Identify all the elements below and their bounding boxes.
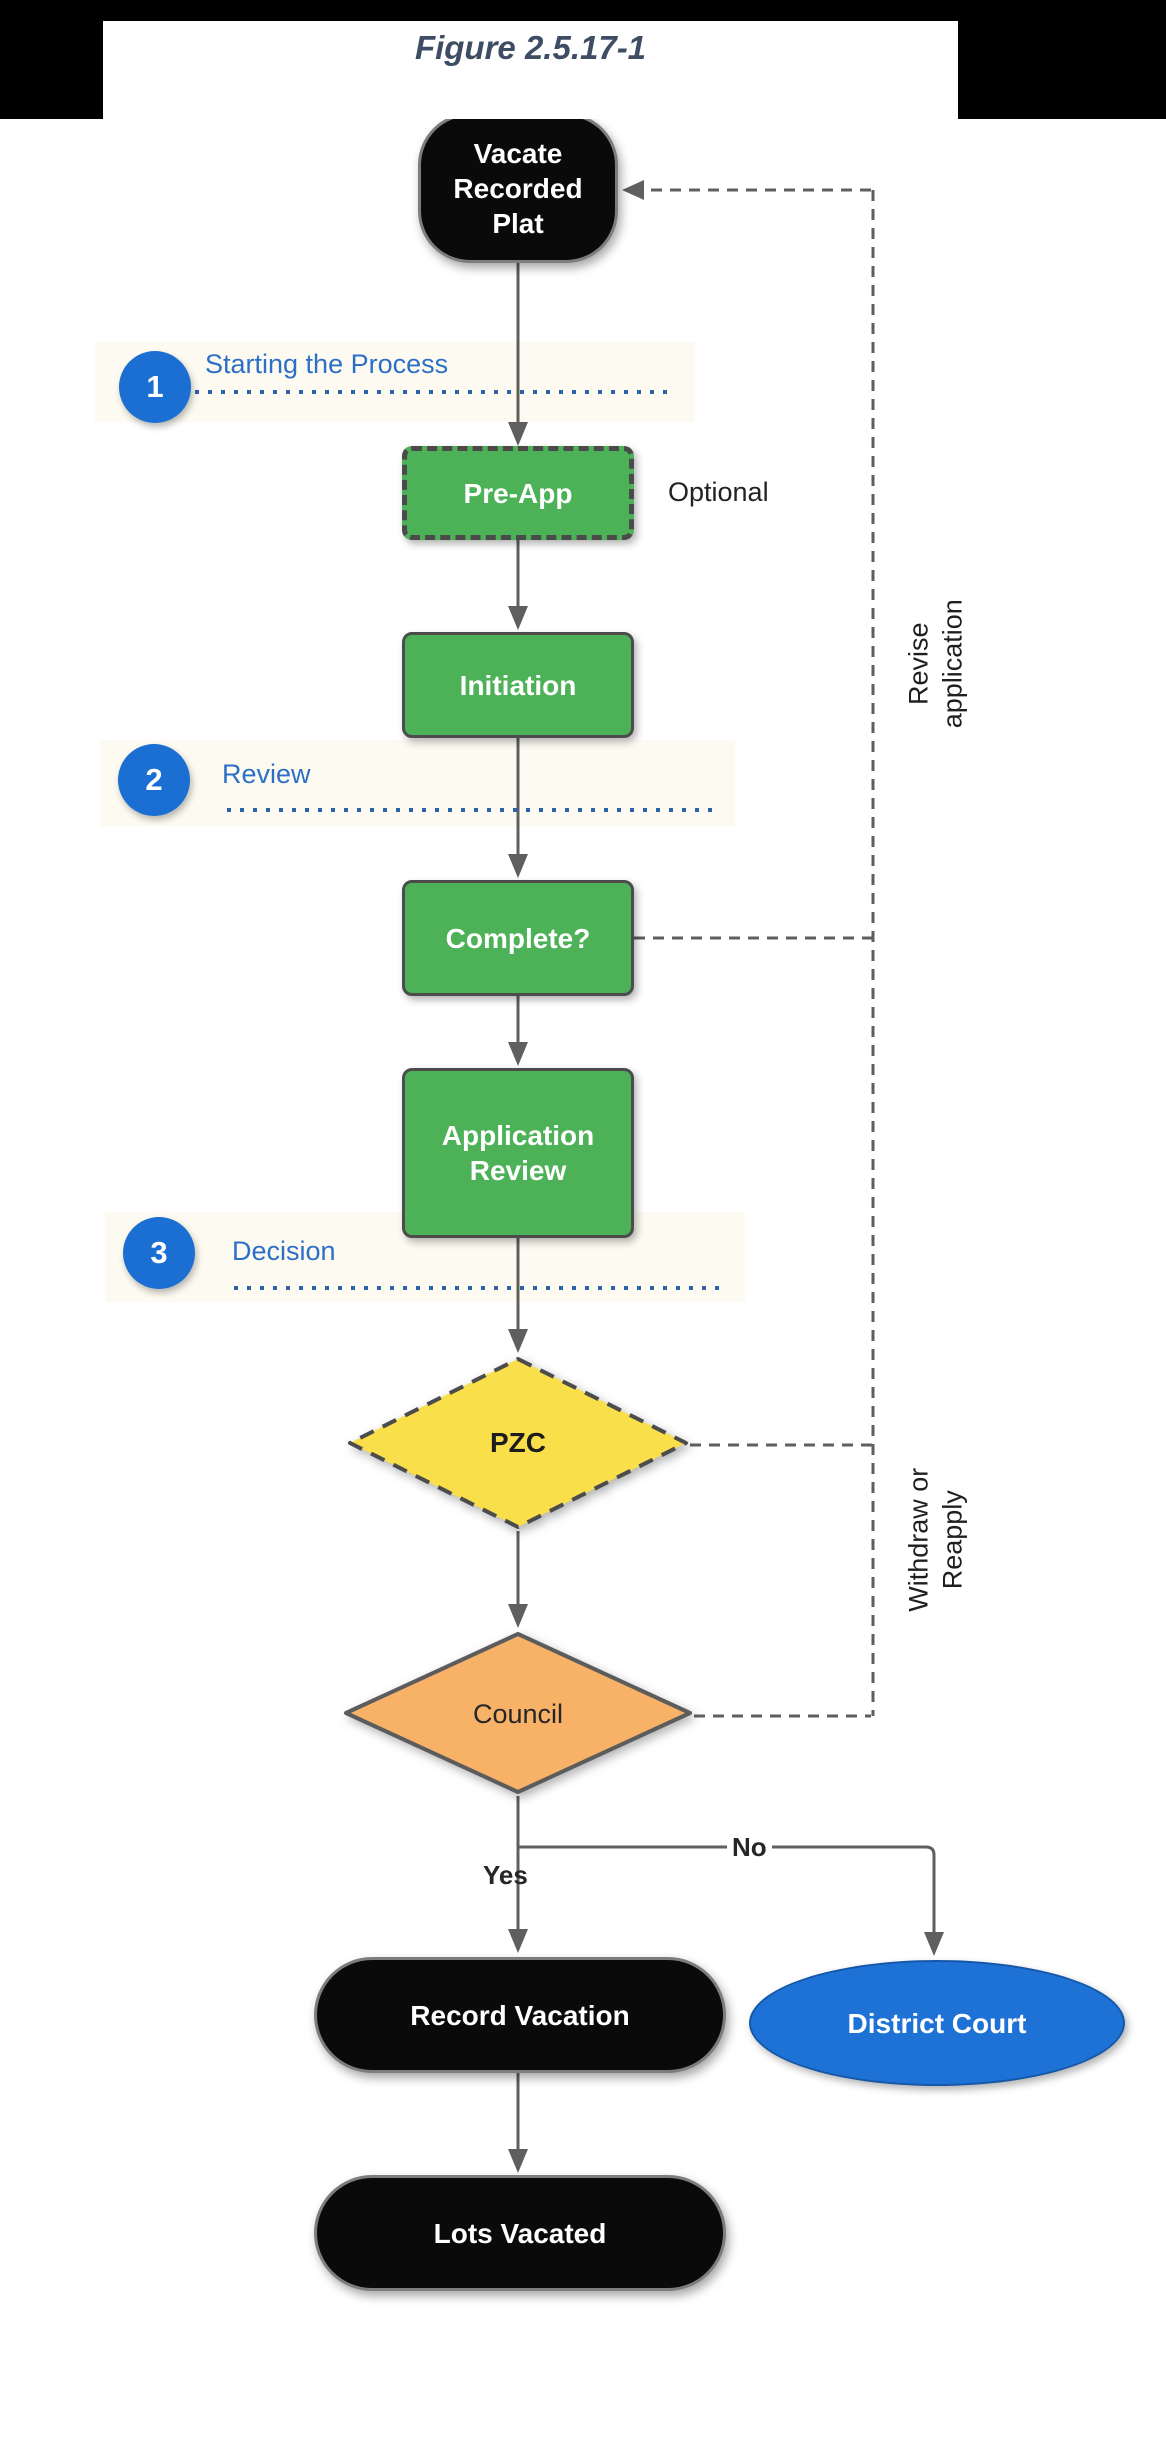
- node-pre-app: Pre-App: [402, 446, 634, 540]
- label-yes: Yes: [483, 1860, 528, 1890]
- node-initiation: Initiation: [402, 632, 634, 738]
- optional-note: Optional: [668, 477, 769, 507]
- node-pzc-label: PZC: [490, 1427, 546, 1458]
- section-highlight-band-1: [95, 342, 695, 422]
- section-badge-3: 3: [123, 1217, 195, 1289]
- node-council-label: Council: [472, 1698, 564, 1729]
- section-label-starting-the-process: Starting the Process: [205, 349, 449, 379]
- node-pzc-shape: [348, 1357, 688, 1529]
- label-no: No: [727, 1832, 772, 1863]
- arrowhead-complete: [508, 854, 528, 878]
- node-lots-vacated: Lots Vacated: [314, 2175, 726, 2291]
- node-vacate-recorded-plat: Vacate Recorded Plat: [418, 113, 618, 263]
- arrowhead-lots: [508, 2149, 528, 2173]
- arrowhead-council: [508, 1604, 528, 1628]
- node-application-review: Application Review: [402, 1068, 634, 1238]
- node-complete: Complete?: [402, 880, 634, 996]
- section-highlight-band-2: [100, 740, 735, 826]
- arrowhead-court: [924, 1932, 944, 1956]
- node-council-shape: [344, 1632, 692, 1794]
- node-district-court: District Court: [749, 1960, 1125, 2086]
- figure-caption: Figure 2.5.17-1: [414, 29, 647, 66]
- section-label-review: Review: [222, 759, 311, 789]
- section-badge-1: 1: [119, 351, 191, 423]
- arrow-council-no-to-court: [518, 1845, 936, 1934]
- arrowhead-into-vacate: [622, 180, 644, 200]
- label-withdraw-reapply: Withdraw or Reapply: [903, 1467, 967, 1612]
- node-record-vacation: Record Vacation: [314, 1957, 726, 2073]
- section-label-decision: Decision: [232, 1236, 336, 1266]
- arrowhead-preapp: [508, 422, 528, 446]
- section-badge-2: 2: [118, 744, 190, 816]
- arrowhead-appreview: [508, 1042, 528, 1066]
- label-revise-application: Revise application: [903, 599, 967, 729]
- caption-panel: Figure 2.5.17-1: [103, 21, 958, 119]
- arrowhead-pzc: [508, 1329, 528, 1353]
- arrowhead-record: [508, 1929, 528, 1953]
- caption-band: Figure 2.5.17-1: [0, 0, 1166, 119]
- arrowhead-initiation: [508, 606, 528, 630]
